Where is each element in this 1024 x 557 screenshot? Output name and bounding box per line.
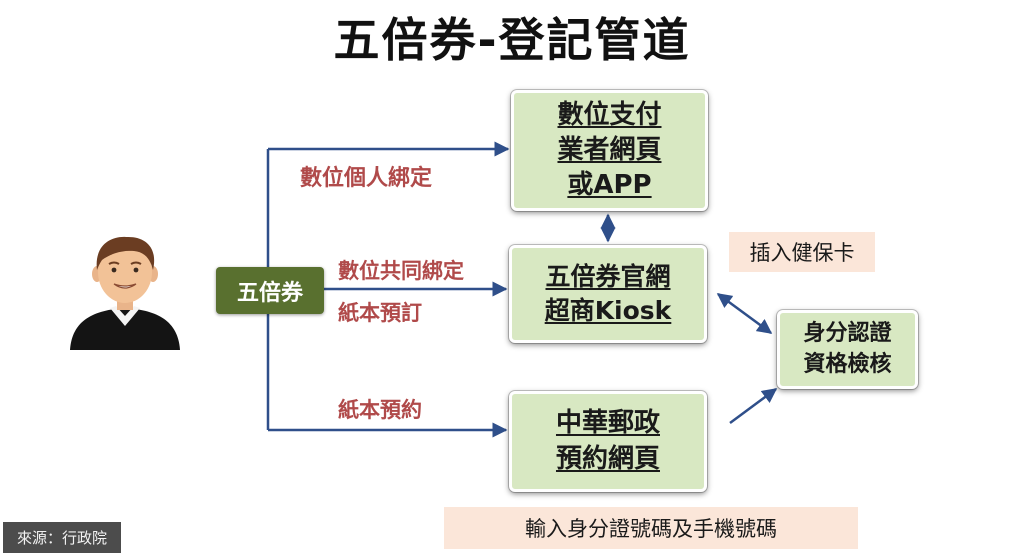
arrow-post-id bbox=[729, 387, 778, 425]
label-digital-joint: 數位共同綁定 bbox=[338, 259, 464, 283]
digital-payment-box: 數位支付 業者網頁 或APP bbox=[511, 90, 708, 211]
box-line: 中華郵政 bbox=[555, 408, 660, 439]
id-verification-box: 身分認證 資格檢核 bbox=[777, 310, 918, 389]
label-digital-bind: 數位個人綁定 bbox=[300, 166, 433, 191]
source-caption: 來源：行政院 bbox=[3, 522, 121, 553]
box-line: 或APP bbox=[567, 170, 652, 201]
man-avatar-icon bbox=[70, 236, 180, 350]
box-line: 業者網頁 bbox=[557, 134, 662, 165]
page-title: 五倍券-登記管道 bbox=[333, 13, 691, 67]
voucher-source-box: 五倍券 bbox=[216, 267, 324, 314]
official-site-box: 五倍券官網 超商Kiosk bbox=[509, 245, 707, 343]
box-line: 身分認證 bbox=[803, 320, 892, 346]
label-paper-reserve: 紙本預約 bbox=[338, 398, 422, 422]
post-office-box: 中華郵政 預約網頁 bbox=[509, 391, 707, 492]
box-line: 數位支付 bbox=[557, 99, 662, 130]
box-line: 資格檢核 bbox=[803, 351, 892, 377]
arrow-official-id bbox=[716, 292, 773, 335]
label-paper-order: 紙本預訂 bbox=[338, 301, 422, 325]
box-line: 超商Kiosk bbox=[544, 296, 672, 325]
enter-id-note: 輸入身分證號碼及手機號碼 bbox=[444, 507, 858, 549]
box-line: 五倍券官網 bbox=[545, 262, 671, 292]
box-line: 預約網頁 bbox=[555, 443, 660, 474]
insert-card-note: 插入健保卡 bbox=[729, 232, 875, 272]
